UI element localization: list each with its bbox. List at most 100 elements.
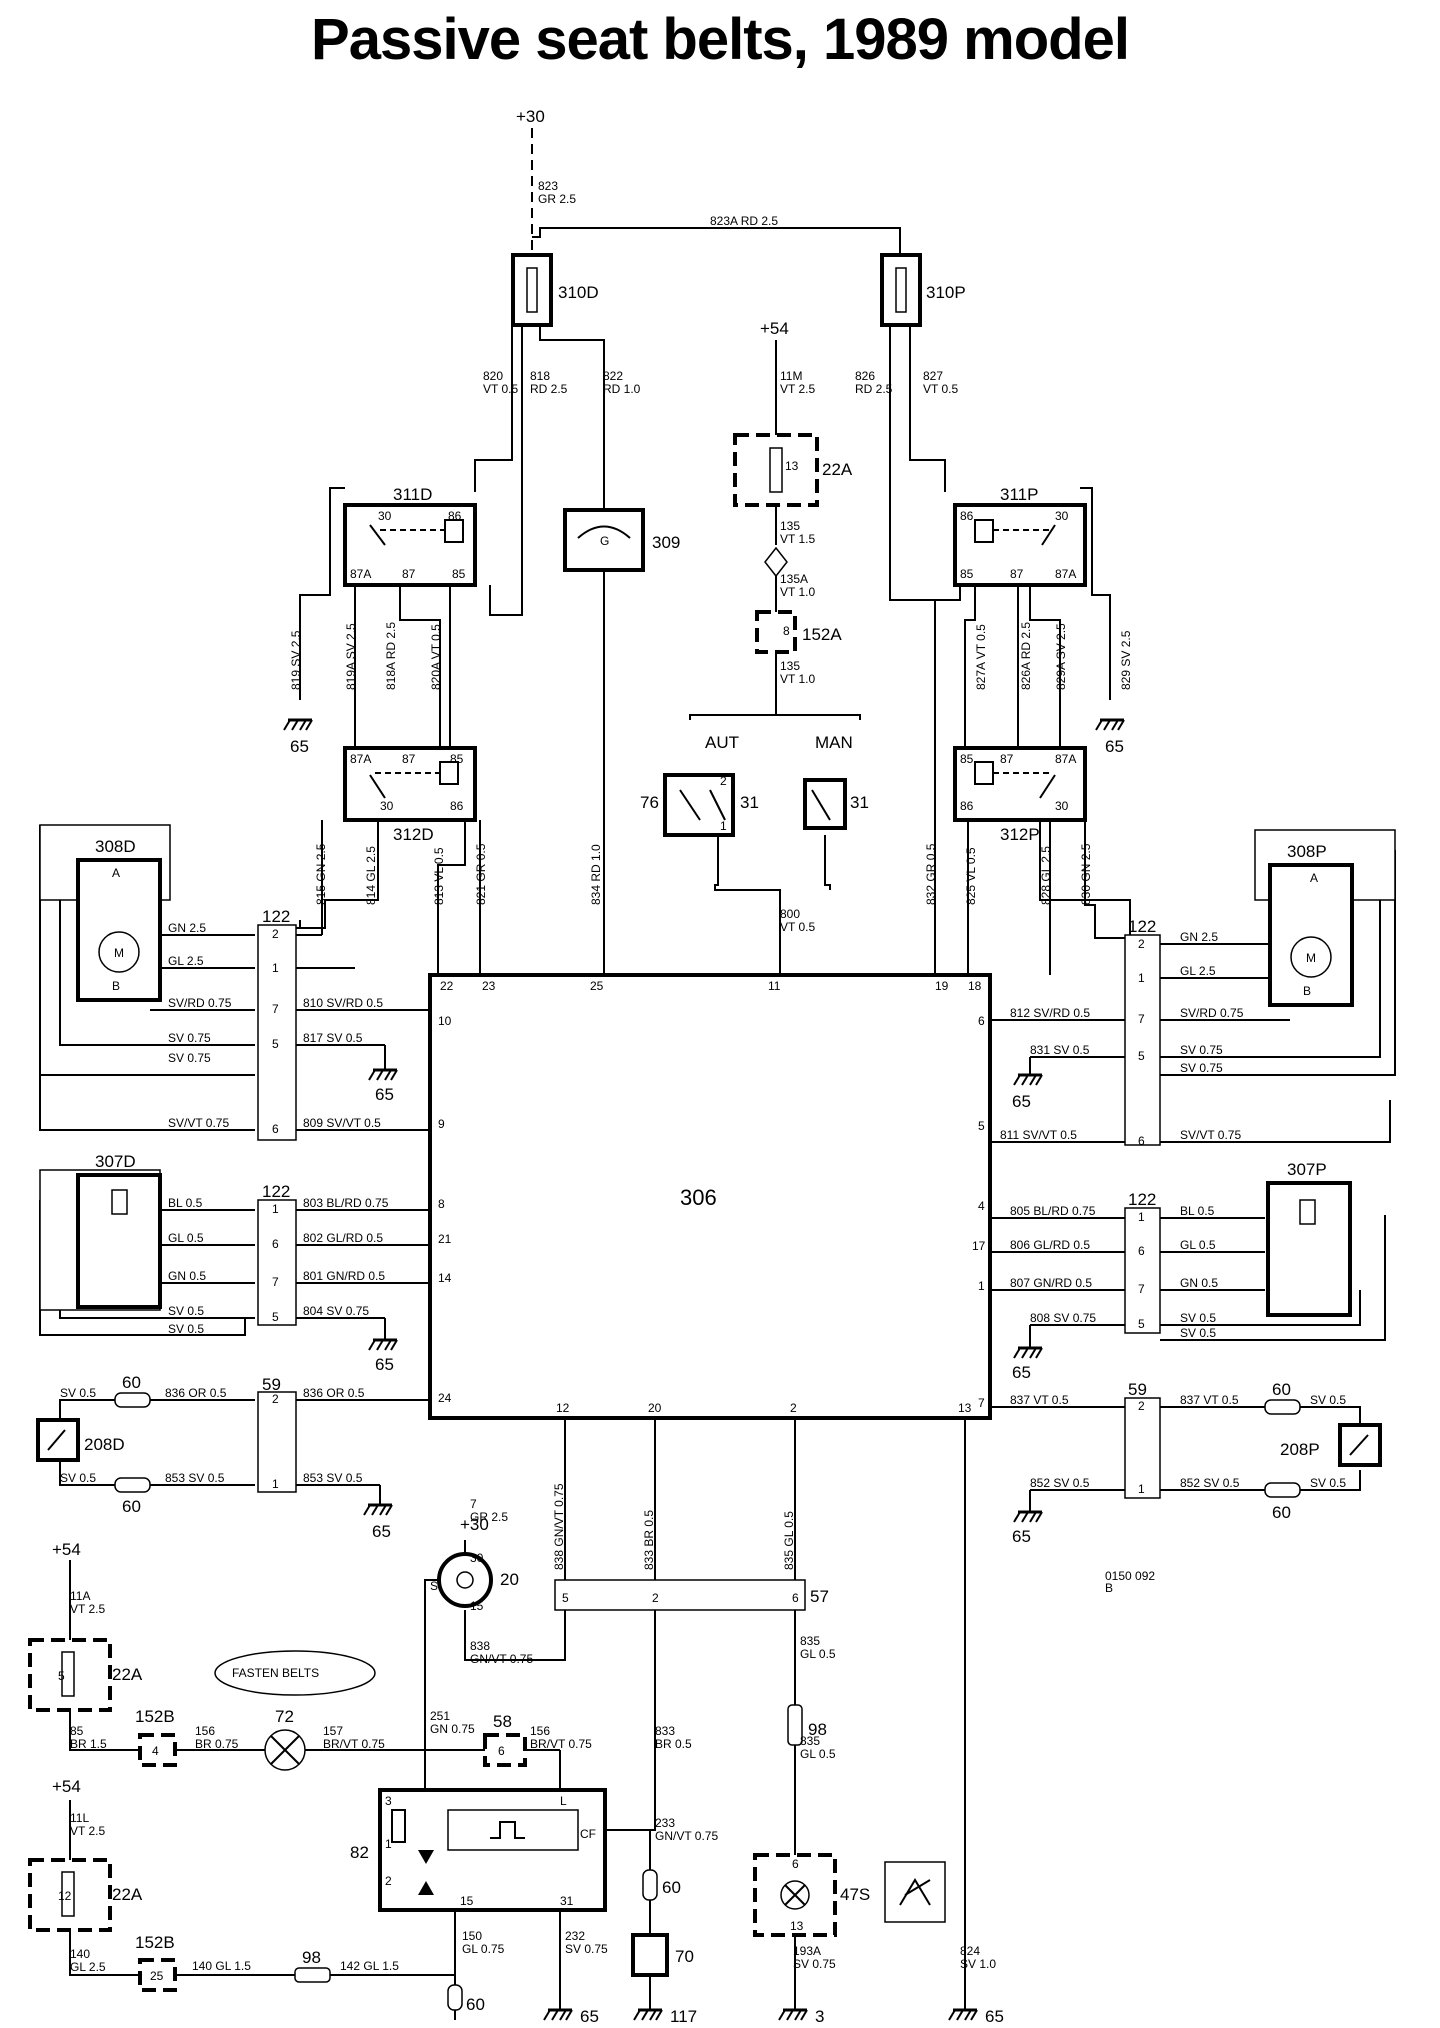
wire-label: 85 <box>70 1724 84 1738</box>
wire-label: VT 1.0 <box>780 585 815 599</box>
wire-label: GR 2.5 <box>470 1510 508 1524</box>
wire-label: 823 <box>538 179 558 193</box>
wire-label: GL 0.5 <box>800 1647 836 1661</box>
wire-label: RD 2.5 <box>530 382 568 396</box>
pin-label: 7 <box>272 1275 279 1289</box>
wire-label: GN 0.5 <box>1180 1276 1218 1290</box>
connector-60 <box>114 1392 151 1408</box>
ground-label: 65 <box>290 737 309 756</box>
pin-label: 87 <box>1010 567 1024 581</box>
wire-label: GN/VT 0.75 <box>655 1829 718 1843</box>
pin-label: 85 <box>450 752 464 766</box>
component-label-fuse_22a_top: 22A <box>822 460 853 479</box>
wire-label: SV 0.75 <box>793 1957 836 1971</box>
wire-label: 811 SV/VT 0.5 <box>1000 1128 1077 1142</box>
pin-label: 1 <box>272 1202 279 1216</box>
pin-label: 18 <box>968 979 982 993</box>
pin-label: B <box>112 979 120 993</box>
component-label-conn_59b: 59 <box>1128 1380 1147 1399</box>
pin-label: 6 <box>1138 1244 1145 1258</box>
pin-label: L <box>560 1794 567 1808</box>
pin-label: 5 <box>272 1310 279 1324</box>
switch-208d <box>36 1418 80 1462</box>
wire-label: 802 GL/RD 0.5 <box>303 1231 383 1245</box>
switch-76 <box>663 773 735 837</box>
connector-57 <box>554 1579 806 1611</box>
pin-label: 87 <box>402 567 416 581</box>
wire-label: 853 SV 0.5 <box>303 1471 363 1485</box>
pin-label: 85 <box>452 567 466 581</box>
wire-label: SV/RD 0.75 <box>168 996 232 1010</box>
ground-label: 65 <box>372 1522 391 1541</box>
pin-label: 8 <box>438 1197 445 1211</box>
wire-label: 803 BL/RD 0.75 <box>303 1196 389 1210</box>
wire-label: 805 BL/RD 0.75 <box>1010 1204 1096 1218</box>
wire-label: BR/VT 0.75 <box>323 1737 385 1751</box>
ground-label: 65 <box>985 2007 1004 2026</box>
component-label-module_82: 82 <box>350 1843 369 1862</box>
pin-label: 15 <box>470 1599 484 1613</box>
pin-label: 1 <box>272 961 279 975</box>
wire-label: 251 <box>430 1709 450 1723</box>
pin-label: 6 <box>792 1591 799 1605</box>
wire-label: 818 <box>530 369 550 383</box>
wire-label: 11M <box>780 369 802 383</box>
wire-label: GL 2.5 <box>70 1960 106 1974</box>
wire-label: 826A RD 2.5 <box>1019 622 1033 690</box>
pin-label: 2 <box>652 1591 659 1605</box>
wire-label: 800 <box>780 907 800 921</box>
wire-label: BR/VT 0.75 <box>530 1737 592 1751</box>
pin-label: 6 <box>272 1122 279 1136</box>
seatbelt-icon <box>884 1861 946 1923</box>
wire-label: 830 GN 2.5 <box>1079 843 1093 905</box>
pin-label: 23 <box>482 979 496 993</box>
connector-98 <box>294 1967 331 1983</box>
relay-311p <box>953 503 1087 587</box>
wire-label: 193A <box>793 1944 821 1958</box>
pin-label: 22 <box>440 979 454 993</box>
component-label-relay_311d: 311D <box>393 485 432 504</box>
wire-label: 833 BR 0.5 <box>642 1510 656 1570</box>
wire-label: 853 SV 0.5 <box>165 1471 225 1485</box>
wire-label: GN 0.75 <box>430 1722 475 1736</box>
wire-label: SV 0.75 <box>565 1942 608 1956</box>
pin-label: M <box>114 946 124 960</box>
connector-60 <box>114 1477 151 1493</box>
wire-label: 827A VT 0.5 <box>974 624 988 690</box>
pin-label: 6 <box>498 1744 505 1758</box>
pin-label: 1 <box>272 1477 279 1491</box>
connector-152b <box>138 1958 177 1992</box>
ground-label: 117 <box>670 2007 697 2026</box>
relay-311d <box>343 503 477 587</box>
component-label-conn_98a: 98 <box>808 1720 827 1739</box>
wire-label: 852 SV 0.5 <box>1180 1476 1240 1490</box>
pin-label: 1 <box>385 1837 392 1851</box>
wire-paths <box>39 128 1396 2020</box>
pin-label: 87 <box>402 752 416 766</box>
component-label-man: MAN <box>815 733 853 752</box>
pin-label: 87A <box>1055 567 1076 581</box>
pin-label: 10 <box>438 1014 452 1028</box>
pin-label: 1 <box>978 1279 985 1293</box>
pin-label: 5 <box>58 1669 65 1683</box>
pin-label: 7 <box>272 1002 279 1016</box>
wire-label: 135 <box>780 519 800 533</box>
wire-label: SV 0.75 <box>168 1051 211 1065</box>
wire-label: RD 1.0 <box>603 382 641 396</box>
pin-label: CF <box>580 1827 596 1841</box>
wire-label: 836 OR 0.5 <box>303 1386 365 1400</box>
wire-label: GN 2.5 <box>1180 930 1218 944</box>
pin-label: 5 <box>562 1591 569 1605</box>
pin-label: 1 <box>1138 1482 1145 1496</box>
wire-label: 11A <box>70 1589 90 1603</box>
pin-label: 21 <box>438 1232 452 1246</box>
wire-label: BR 0.5 <box>655 1737 692 1751</box>
wire-label: 833 <box>655 1724 675 1738</box>
fuse-22a-left-upper <box>28 1638 112 1712</box>
pin-label: 87A <box>350 567 371 581</box>
pin-label: 2 <box>1138 1399 1145 1413</box>
component-label-conn_60c: 60 <box>1272 1380 1291 1399</box>
component-label-relay_312p: 312P <box>1000 825 1040 844</box>
wire-label: GL 0.5 <box>168 1231 204 1245</box>
pin-label: 6 <box>978 1014 985 1028</box>
